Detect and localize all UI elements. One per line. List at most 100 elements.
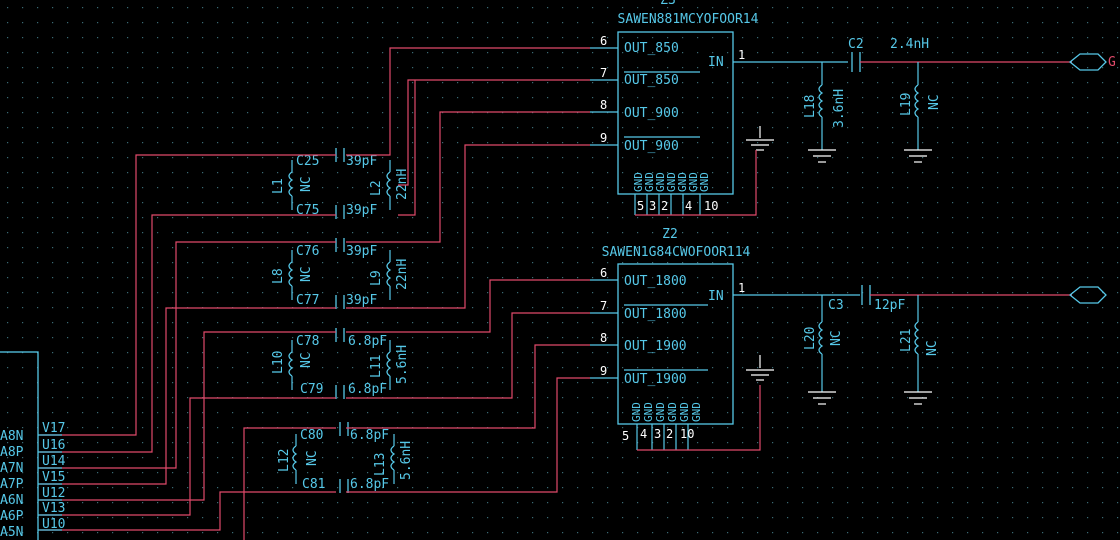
matching-network-4[interactable]: C80 6.8pF C81 6.8pF L12 NC L13 5.6nH [277,428,414,492]
saw-filter-z3[interactable]: Z3 SAWEN881MCYOFOOR14 6 7 8 9 OUT_850 OU… [590,0,774,215]
l13-ref: L13 [373,453,388,476]
l10-ref: L10 [271,351,286,374]
connector-net-a8p: A8P [0,445,24,460]
z3-in-label: IN [708,55,724,70]
z3-pin9-number: 9 [600,131,607,145]
c25-value: 39pF [346,154,377,169]
z3-ref: Z3 [660,0,676,8]
l9-value: 22nH [395,259,410,290]
z2-gnd-pin-e: 10 [680,427,694,441]
z2-out3-label: OUT_1900 [624,339,687,354]
z3-gnd-7: GND [698,172,711,192]
l19-ref: L19 [899,93,914,116]
z3-gnd-pin-e: 10 [704,199,718,213]
connector-net-a5n: A5N [0,525,23,540]
z3-gnd-1: GND [632,172,645,192]
rf-input-top[interactable]: C2 2.4nH G L18 3.6nH L19 NC [760,37,1116,163]
l19-coil [914,84,920,118]
z3-out4-label: OUT_900 [624,139,679,154]
c77-value: 39pF [346,293,377,308]
c79-value: 6.8pF [348,382,387,397]
matching-network-3[interactable]: C78 6.8pF C79 6.8pF L10 NC L11 5.6nH [271,334,410,397]
l18-ref: L18 [803,95,818,118]
l19-value: NC [927,94,942,110]
l11-ref: L11 [369,355,384,378]
z2-gnd-3: GND [654,402,667,422]
l9-ref: L9 [369,270,384,286]
c78-ref: C78 [296,334,319,349]
matching-network-1[interactable]: C25 39pF C75 39pF L1 NC L2 22nH [271,154,410,218]
z2-out4-label: OUT_1900 [624,372,687,387]
connector-net-a8n: A8N [0,429,23,444]
c75-value: 39pF [346,203,377,218]
z3-pin8-number: 8 [600,98,607,112]
z2-ground-symbol [746,355,774,381]
l10-value: NC [299,352,314,368]
z3-pin7-number: 7 [600,66,607,80]
z2-gnd-2: GND [642,402,655,422]
c77-ref: C77 [296,293,319,308]
z3-in-pin-number: 1 [738,48,745,62]
l21-coil [914,321,920,355]
connector-pin-u16: U16 [42,438,65,453]
z3-out1-label: OUT_850 [624,41,679,56]
c81-value: 6.8pF [350,477,389,492]
c76-value: 39pF [346,244,377,259]
c76-ref: C76 [296,244,319,259]
connector-net-a7p: A7P [0,477,24,492]
z3-gnd-pin-c: 2 [661,199,668,213]
l18-value: 3.6nH [832,89,847,128]
l8-ref: L8 [271,268,286,284]
c3-ref: C3 [828,298,844,313]
l1-value: NC [299,176,314,192]
z2-gnd-pin-a: 5 [622,429,629,443]
c80-value: 6.8pF [350,428,389,443]
c80-ref: C80 [300,428,323,443]
c2-ref: C2 [848,37,864,52]
l1-ref: L1 [271,178,286,194]
z2-pin6-number: 6 [600,266,607,280]
z2-part-number: SAWEN1G84CWOFOOR114 [602,245,751,260]
c75-ref: C75 [296,203,319,218]
z3-part-number: SAWEN881MCYOFOOR14 [618,12,759,27]
z2-gnd-5: GND [678,402,691,422]
z2-pin9-number: 9 [600,364,607,378]
l13-value: 5.6nH [399,441,414,480]
z3-gnd-pin-a: 5 [637,199,644,213]
z3-gnd-6: GND [687,172,700,192]
z3-out2-label: OUT_850 [624,73,679,88]
signal-traces [40,47,761,540]
z3-out3-label: OUT_900 [624,106,679,121]
saw-filter-z2[interactable]: Z2 SAWEN1G84CWOFOOR114 6 7 8 9 OUT_1800 … [590,227,774,450]
z2-out1-label: OUT_1800 [624,274,687,289]
z2-gnd-pin-c: 3 [654,427,661,441]
z3-gnd-5: GND [676,172,689,192]
z3-pin6-number: 6 [600,34,607,48]
l20-value: NC [829,330,844,346]
c78-value: 6.8pF [348,334,387,349]
z2-gnd-pin-d: 2 [666,427,673,441]
z2-gnd-4: GND [666,402,679,422]
z3-ground-symbol [746,126,774,151]
rf-input-bottom[interactable]: C3 12pF L20 NC L21 NC [760,285,1107,405]
connector-pin-u10: U10 [42,517,65,532]
z2-pin7-number: 7 [600,299,607,313]
z3-gnd-pin-b: 3 [649,199,656,213]
matching-network-2[interactable]: C76 39pF C77 39pF L8 NC L9 22nH [271,244,410,308]
z2-out2-label: OUT_1800 [624,307,687,322]
l18-coil [818,84,824,118]
l20-ref: L20 [803,327,818,350]
l2-value: 22nH [395,169,410,200]
fpga-connector[interactable]: A8N V17 A8P U16 A7N U14 A7P V15 A6N U12 … [0,351,66,540]
c79-ref: C79 [300,382,323,397]
l12-value: NC [305,450,320,466]
c81-ref: C81 [302,477,325,492]
z3-gnd-4: GND [665,172,678,192]
z3-gnd-3: GND [654,172,667,192]
rf-port-top[interactable] [1068,53,1107,71]
c3-value: 12pF [874,298,905,313]
c2-value: 2.4nH [890,37,929,52]
rf-port-bottom[interactable] [1068,286,1107,304]
